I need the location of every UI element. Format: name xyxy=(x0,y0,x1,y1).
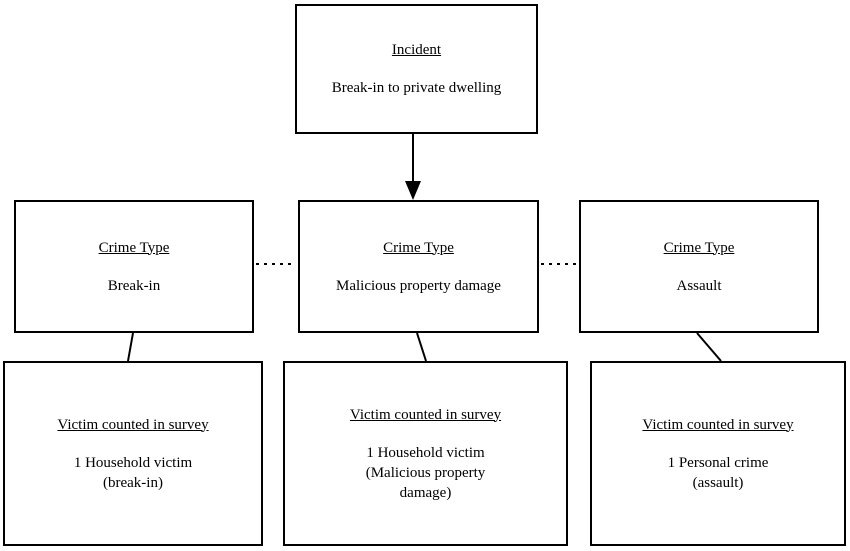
victim-node-malicious-property-damage: Victim counted in survey 1 Household vic… xyxy=(283,361,568,546)
victim-heading: Victim counted in survey xyxy=(349,406,502,423)
crime-type-body: Assault xyxy=(676,277,722,294)
crime-to-victim-link-center xyxy=(416,332,427,362)
crime-type-body: Malicious property damage xyxy=(336,277,501,294)
victim-heading: Victim counted in survey xyxy=(57,416,209,433)
incident-heading: Incident xyxy=(391,42,442,58)
crime-to-victim-link-left xyxy=(127,332,134,362)
crime-type-node-malicious-property-damage: Crime Type Malicious property damage xyxy=(298,200,539,333)
incident-node: Incident Break-in to private dwelling xyxy=(295,4,538,134)
incident-to-crime-arrowhead xyxy=(405,181,421,200)
victim-body: 1 Household victim (Malicious property d… xyxy=(365,444,486,501)
crime-to-victim-link-right xyxy=(696,332,722,362)
victim-heading: Victim counted in survey xyxy=(642,416,794,433)
crime-type-heading: Crime Type xyxy=(383,239,454,256)
victim-body: 1 Household victim (break-in) xyxy=(73,454,193,491)
crime-type-node-break-in: Crime Type Break-in xyxy=(14,200,254,333)
victim-node-break-in: Victim counted in survey 1 Household vic… xyxy=(3,361,263,546)
crime-type-body: Break-in xyxy=(107,277,161,294)
crime-type-node-assault: Crime Type Assault xyxy=(579,200,819,333)
victim-node-assault: Victim counted in survey 1 Personal crim… xyxy=(590,361,846,546)
crime-type-heading: Crime Type xyxy=(663,239,735,256)
crime-type-heading: Crime Type xyxy=(98,239,170,256)
victim-body: 1 Personal crime (assault) xyxy=(667,454,769,491)
incident-body: Break-in to private dwelling xyxy=(331,80,502,96)
